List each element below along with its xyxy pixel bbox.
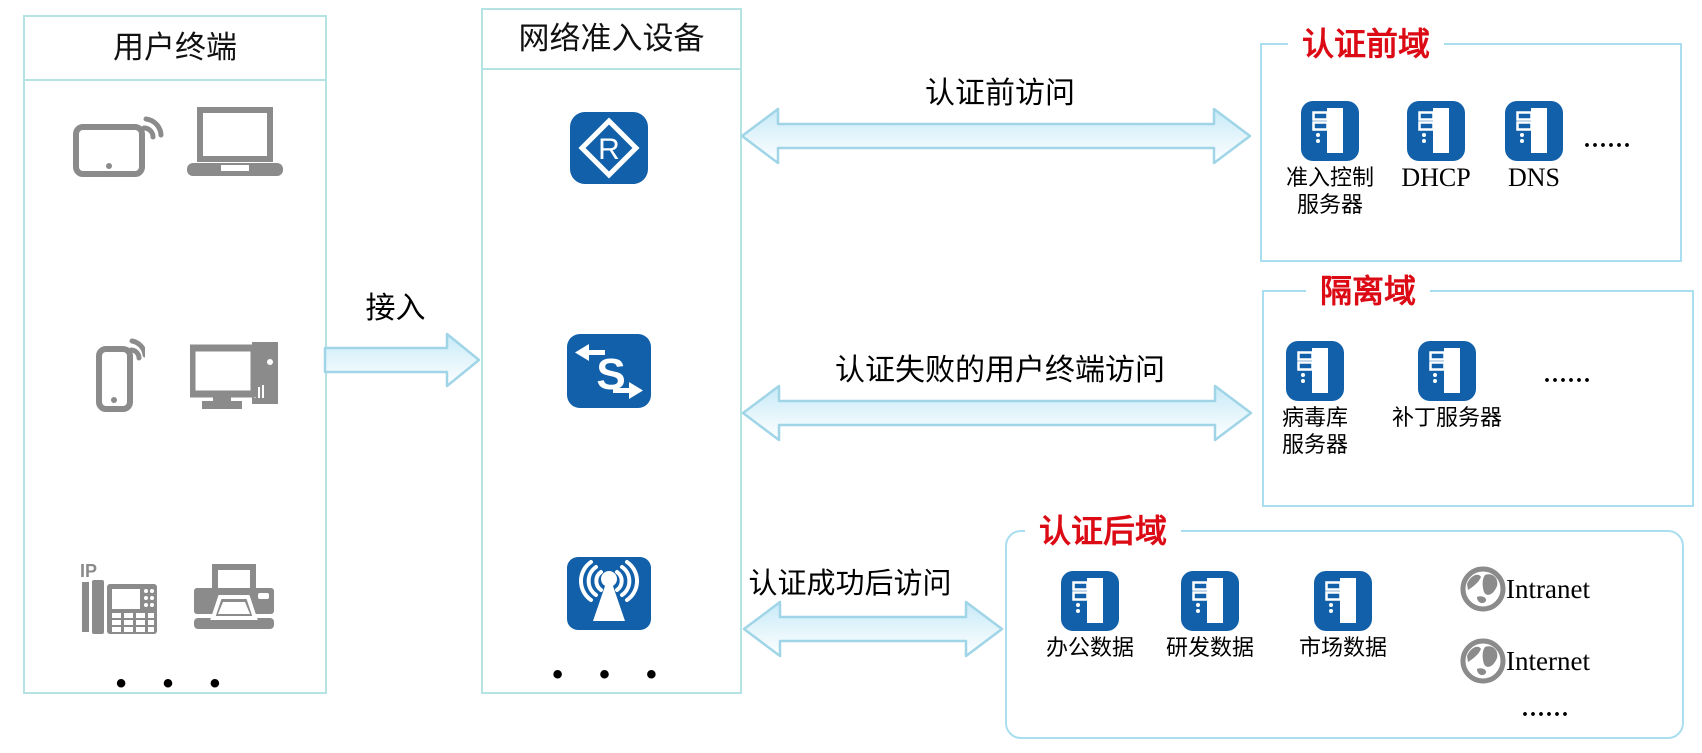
printer-icon <box>194 564 274 629</box>
user-terminal-panel: 用户终端 <box>23 15 327 700</box>
pre-auth-access-arrow <box>740 107 1252 165</box>
laptop-icon <box>187 107 283 176</box>
more-networks-ellipsis: ...... <box>1522 696 1570 722</box>
admission-control-server: 准入控制 服务器 <box>1275 101 1385 218</box>
office-data-server: 办公数据 <box>1035 571 1145 661</box>
auth-fail-arrow-label: 认证失败的用户终端访问 <box>835 354 1165 387</box>
auth-success-access-arrow <box>742 600 1004 658</box>
tablet-wifi-icon <box>73 116 164 177</box>
user-terminal-panel-title: 用户终端 <box>25 17 325 81</box>
ip-phone-icon: IP <box>80 561 157 634</box>
pre-auth-domain-zone: 认证前域 准入控制 服务器 DHCP <box>1260 23 1682 262</box>
more-servers-ellipsis: ...... <box>1544 362 1592 388</box>
virus-db-server: 病毒库 服务器 <box>1260 341 1370 458</box>
server-icon <box>1286 341 1344 401</box>
admission-device-panel-title: 网络准入设备 <box>483 10 740 70</box>
market-data-server: 市场数据 <box>1288 571 1398 661</box>
server-label: DNS <box>1507 163 1560 192</box>
post-auth-domain-zone: 认证后域 办公数据 研发数据 <box>1005 510 1684 739</box>
router-icon: R <box>570 112 648 184</box>
server-label: 病毒库 服务器 <box>1281 405 1348 457</box>
server-icon <box>1061 571 1119 631</box>
server-label: 研发数据 <box>1165 635 1254 660</box>
access-arrow-label: 接入 <box>365 292 426 325</box>
auth-success-arrow-label: 认证成功后访问 <box>748 568 952 600</box>
isolation-domain-zone: 隔离域 病毒库 服务器 补丁服务器 ...... <box>1260 270 1694 507</box>
patch-server: 补丁服务器 <box>1377 341 1517 431</box>
server-icon <box>1314 571 1372 631</box>
internet-label: Internet <box>1506 646 1590 676</box>
globe-icon <box>1460 566 1506 612</box>
server-label: 办公数据 <box>1045 635 1134 660</box>
post-auth-domain-title: 认证后域 <box>1025 510 1182 552</box>
pre-auth-arrow-label: 认证前访问 <box>925 77 1075 110</box>
access-arrow <box>323 332 481 388</box>
server-label: 补丁服务器 <box>1391 405 1502 430</box>
server-label: 准入控制 服务器 <box>1285 165 1374 217</box>
smartphone-wifi-icon <box>96 338 145 412</box>
isolation-domain-title: 隔离域 <box>1306 270 1431 312</box>
server-icon <box>1505 101 1563 161</box>
server-icon <box>1181 571 1239 631</box>
server-label: DHCP <box>1401 163 1471 192</box>
switch-icon: S <box>567 334 651 408</box>
globe-icon <box>1460 638 1506 684</box>
more-admission-devices-ellipsis: • • • <box>552 658 671 691</box>
desktop-pc-icon <box>190 342 278 409</box>
svg-text:IP: IP <box>80 561 97 581</box>
svg-text:R: R <box>598 133 620 166</box>
more-servers-ellipsis: ...... <box>1584 127 1632 153</box>
admission-device-panel: 网络准入设备 R S • • • <box>481 8 742 694</box>
server-label: 市场数据 <box>1298 635 1387 660</box>
dns-server: DNS <box>1479 101 1589 191</box>
more-devices-ellipsis: • • • <box>115 667 235 700</box>
auth-fail-access-arrow <box>741 384 1253 442</box>
dhcp-server: DHCP <box>1381 101 1491 191</box>
intranet-label: Intranet <box>1506 574 1590 604</box>
server-icon <box>1407 101 1465 161</box>
rd-data-server: 研发数据 <box>1155 571 1265 661</box>
server-icon <box>1301 101 1359 161</box>
wireless-ap-icon <box>567 557 651 630</box>
pre-auth-domain-title: 认证前域 <box>1288 23 1445 65</box>
server-icon <box>1418 341 1476 401</box>
